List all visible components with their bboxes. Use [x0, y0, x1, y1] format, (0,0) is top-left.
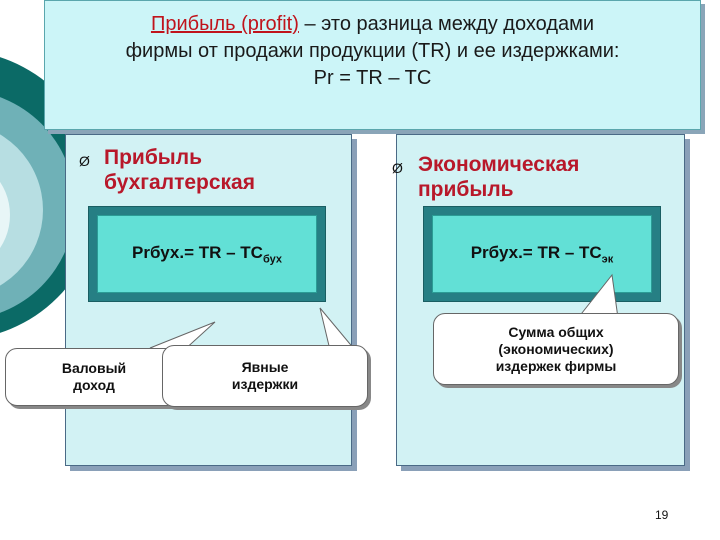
economic-profit-formula: Prбух.= TR – TCэк	[470, 242, 614, 266]
bullet-arrow-icon: Ø	[79, 153, 90, 169]
accounting-profit-formula: Prбух.= TR – TCбух	[132, 242, 282, 266]
economic-profit-heading: Экономическая прибыль	[418, 153, 580, 201]
header-line-1: Прибыль (profit) – это разница между дох…	[150, 13, 595, 35]
accounting-profit-heading: Прибыль бухгалтерская	[104, 146, 255, 194]
economic-profit-formula-box: Prбух.= TR – TCэк	[423, 206, 661, 302]
header-line-2: фирмы от продажи продукции (TR) и ее изд…	[125, 40, 620, 62]
header-formula: Pr = TR – TC	[313, 67, 432, 89]
page-number: 19	[655, 508, 669, 522]
bullet-arrow-icon: Ø	[392, 160, 403, 176]
gross-income-callout: Валовый доход	[5, 348, 183, 406]
profit-term: Прибыль (profit)	[150, 13, 299, 35]
economic-costs-callout: Сумма общих (экономических) издержек фир…	[433, 313, 679, 385]
explicit-costs-callout: Явные издержки	[162, 345, 368, 407]
accounting-profit-formula-box: Prбух.= TR – TCбух	[88, 206, 326, 302]
definition-header: Прибыль (profit) – это разница между дох…	[44, 0, 701, 130]
